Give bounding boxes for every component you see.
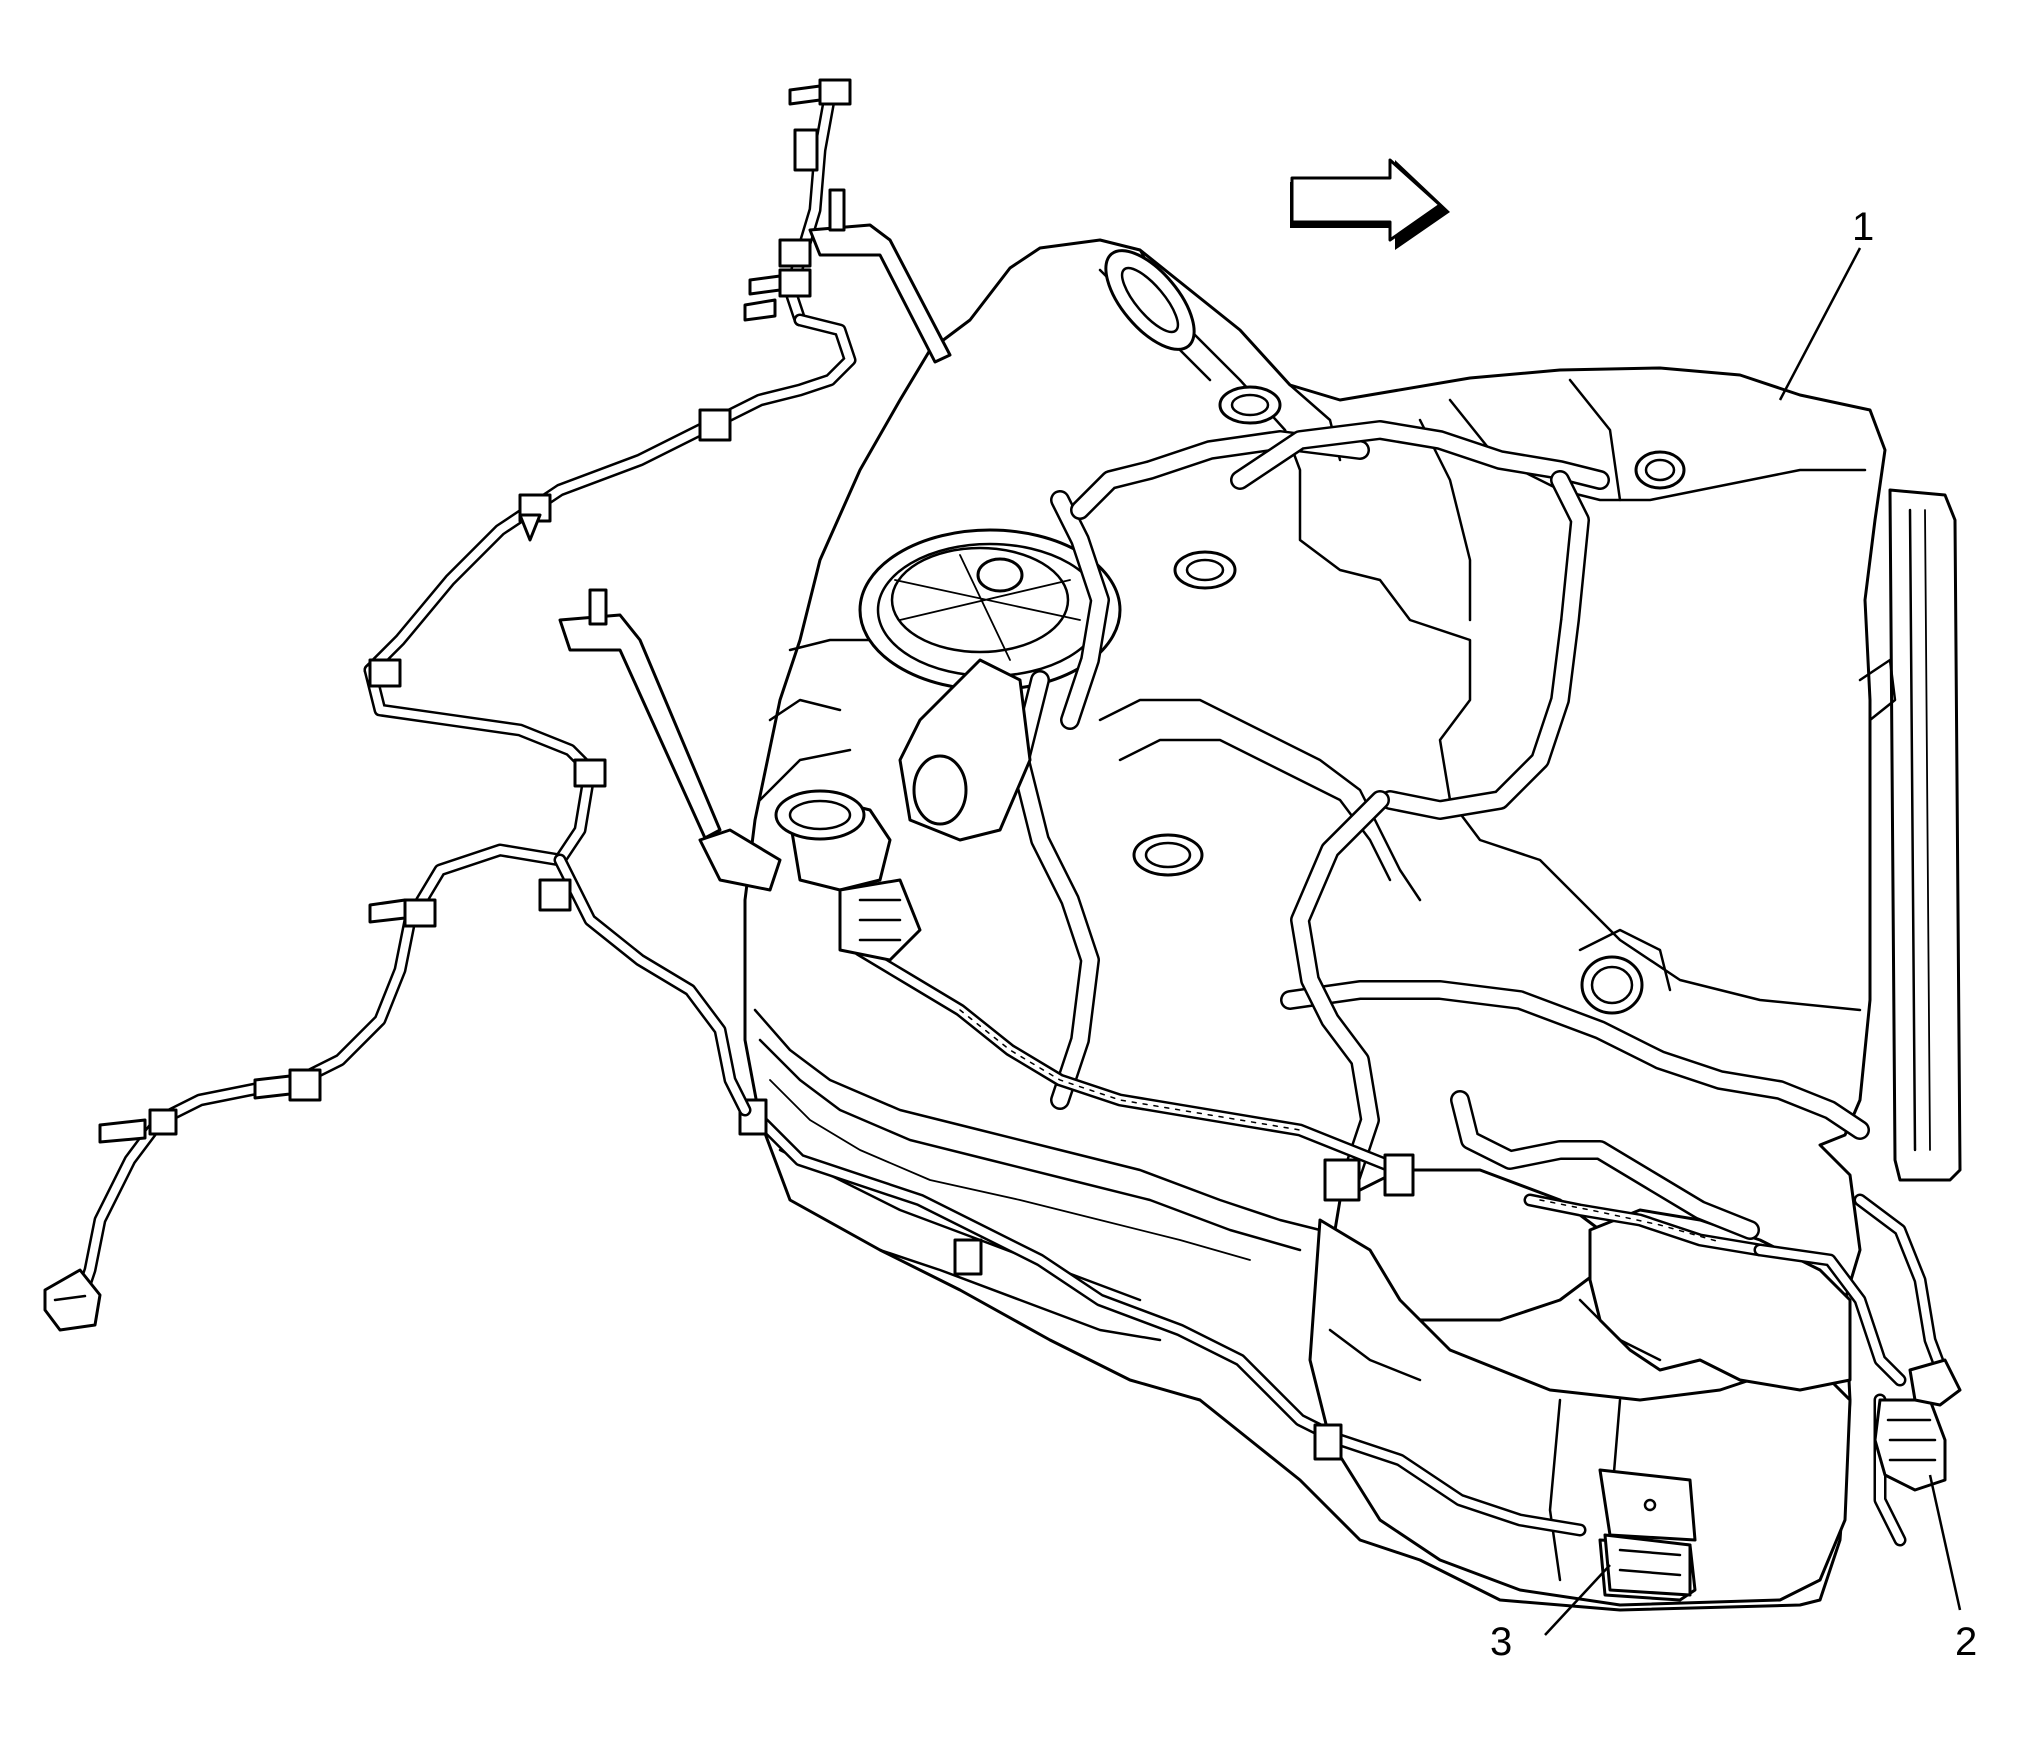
tank-wiring-harness bbox=[738, 943, 1952, 1547]
callout-1-label: 1 bbox=[1852, 205, 1874, 249]
callout-3: 3 bbox=[1490, 1564, 1611, 1664]
loose-wiring-harness bbox=[43, 78, 857, 1332]
tank-straps bbox=[558, 188, 952, 840]
callout-3-label: 3 bbox=[1490, 1620, 1512, 1664]
right-arrow-icon bbox=[1290, 158, 1450, 250]
connector-3 bbox=[1603, 1533, 1692, 1597]
callout-2: 2 bbox=[1928, 1474, 1977, 1664]
filler-neck-assembly bbox=[698, 658, 1032, 962]
connector-2 bbox=[1873, 1358, 1962, 1492]
fuel-tank bbox=[743, 238, 1962, 1612]
callout-1: 1 bbox=[1778, 205, 1874, 401]
callout-2-label: 2 bbox=[1955, 1620, 1977, 1664]
